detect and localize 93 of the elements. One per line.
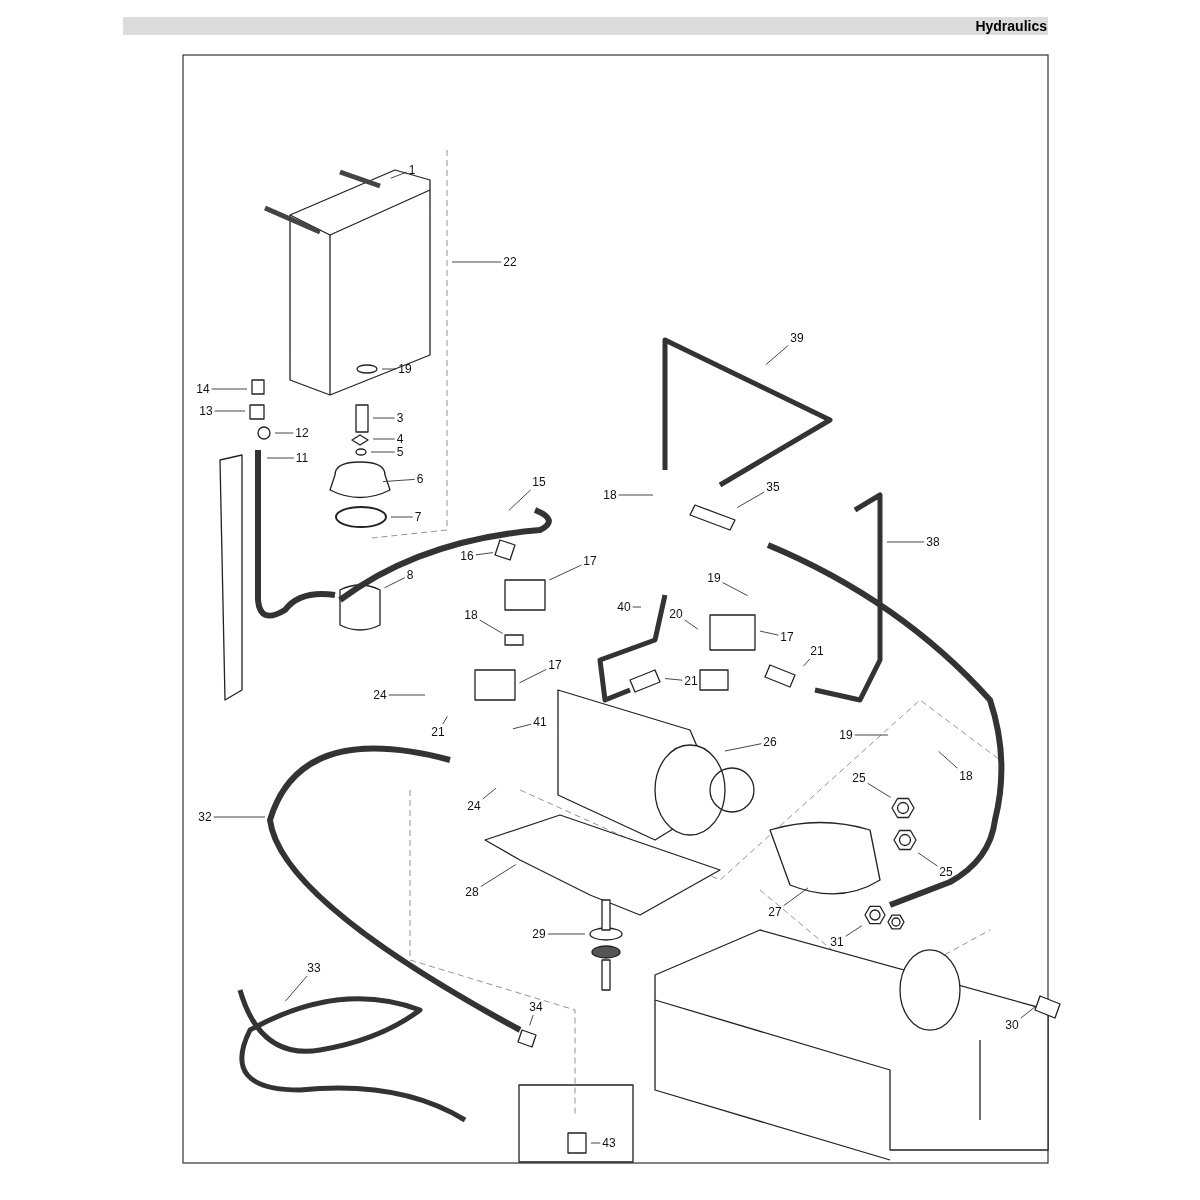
leader-line	[519, 668, 547, 684]
callout-number: 41	[532, 715, 548, 729]
leader-line	[390, 516, 414, 518]
leader-line	[274, 432, 294, 434]
callout-number: 21	[430, 725, 446, 739]
callout-number: 31	[829, 935, 845, 949]
callout-number: 26	[762, 735, 778, 749]
callout-number: 17	[779, 630, 795, 644]
callout-number: 43	[601, 1136, 617, 1150]
leader-line	[284, 975, 308, 1002]
callout-number: 15	[531, 475, 547, 489]
callout-number: 16	[459, 549, 475, 563]
callout-number: 4	[395, 432, 405, 446]
leader-line	[802, 658, 811, 667]
callout-number: 25	[938, 865, 954, 879]
leader-line	[917, 852, 938, 867]
page-title: Hydraulics	[975, 18, 1047, 34]
leader-line	[451, 261, 502, 263]
leader-line	[938, 750, 958, 769]
callout-number: 17	[582, 554, 598, 568]
leader-line	[388, 694, 426, 696]
callout-number: 19	[838, 728, 854, 742]
leader-line	[724, 743, 762, 752]
callout-number: 13	[198, 404, 214, 418]
leader-line	[475, 552, 494, 556]
leader-line	[590, 1142, 601, 1144]
callout-number: 34	[528, 1000, 544, 1014]
callout-number: 24	[466, 799, 482, 813]
callout-number: 3	[395, 411, 405, 425]
leader-line	[370, 451, 396, 453]
leader-line	[549, 564, 582, 581]
leader-line	[783, 887, 809, 907]
leader-line	[390, 171, 408, 179]
callout-number: 19	[397, 362, 413, 376]
callout-number: 5	[395, 445, 405, 459]
leader-line	[372, 438, 396, 440]
callout-number: 21	[809, 644, 825, 658]
leader-line	[886, 541, 925, 543]
leader-line	[664, 678, 683, 681]
leader-line	[479, 619, 504, 634]
leader-line	[382, 478, 416, 483]
leader-line	[214, 410, 246, 412]
leader-line	[213, 816, 266, 818]
leader-line	[867, 782, 892, 798]
callout-number: 32	[197, 810, 213, 824]
callout-number: 30	[1004, 1018, 1020, 1032]
callout-number: 6	[415, 472, 425, 486]
leader-line	[482, 787, 497, 800]
leader-line	[480, 864, 517, 888]
callout-number: 40	[616, 600, 632, 614]
leader-line	[765, 344, 789, 366]
leader-line	[618, 494, 654, 496]
callout-number: 7	[413, 510, 423, 524]
callout-number: 14	[195, 382, 211, 396]
callout-number: 19	[706, 571, 722, 585]
callout-number: 28	[464, 885, 480, 899]
leader-line	[508, 489, 531, 512]
callout-number: 39	[789, 331, 805, 345]
leader-line	[372, 417, 396, 419]
callout-number: 29	[531, 927, 547, 941]
leader-line	[529, 1014, 534, 1026]
leader-line	[512, 723, 532, 730]
leader-line	[759, 630, 779, 636]
callout-number: 38	[925, 535, 941, 549]
callout-number: 11	[294, 451, 310, 465]
leader-line	[442, 715, 448, 725]
leader-line	[381, 368, 397, 370]
leader-line	[547, 933, 586, 935]
callout-number: 20	[668, 607, 684, 621]
callout-number: 21	[683, 674, 699, 688]
leader-line	[684, 619, 699, 630]
leader-line	[736, 491, 765, 508]
callout-number: 1	[407, 163, 417, 177]
leader-line	[384, 577, 406, 589]
callout-number: 12	[294, 426, 310, 440]
leader-line	[632, 606, 642, 608]
callout-number: 17	[547, 658, 563, 672]
callout-number: 18	[602, 488, 618, 502]
leader-line	[722, 582, 749, 597]
callout-number: 18	[958, 769, 974, 783]
leader-line	[854, 734, 889, 736]
callout-number: 35	[765, 480, 781, 494]
leader-line	[266, 457, 295, 459]
callout-number: 33	[306, 961, 322, 975]
callout-number: 22	[502, 255, 518, 269]
callout-number: 24	[372, 688, 388, 702]
leader-line	[1020, 1005, 1037, 1019]
callout-number: 18	[463, 608, 479, 622]
callout-number: 25	[851, 771, 867, 785]
leader-line	[845, 925, 863, 937]
leader-line	[211, 388, 248, 390]
callout-number: 8	[405, 568, 415, 582]
callout-number: 27	[767, 905, 783, 919]
